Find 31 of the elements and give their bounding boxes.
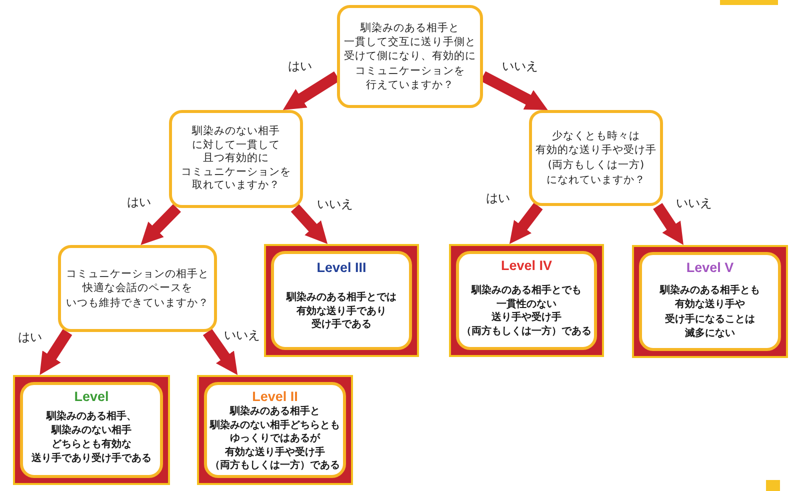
level-description: 馴染みのある相手とでも一貫性のない送り手や受け手（両方もしくは一方）である	[462, 284, 592, 339]
question-box	[169, 110, 303, 208]
question-text: コミュニケーションの相手と快適な会話のペースをいつも維持できていますか？	[66, 266, 209, 310]
level-heading: Level IV	[500, 258, 552, 274]
edge-label: いいえ	[224, 328, 260, 343]
result-box	[449, 244, 604, 357]
level-description: 馴染みのある相手、馴染みのない相手どちらとも有効な送り手であり受け手である	[32, 410, 152, 466]
edge-label: いいえ	[502, 59, 538, 74]
result-box	[13, 375, 170, 485]
question-box	[529, 110, 663, 206]
question-box	[337, 5, 483, 108]
question-text: 少なくとも時々は有効的な送り手や受け手(両方もしくは一方)になれていますか？	[536, 128, 656, 188]
edge-label: はい	[486, 191, 510, 206]
result-box	[264, 244, 419, 357]
result-box	[197, 375, 353, 485]
level-description: 馴染みのある相手とでは有効な送り手であり受け手である	[286, 291, 396, 332]
edge-label: はい	[127, 195, 151, 210]
level-description: 馴染みのある相手と馴染みのない相手どちらともゆっくりではあるが有効な送り手や受け手（両方もしくは一方）である	[210, 405, 340, 472]
edge-label: いいえ	[317, 197, 353, 212]
question-text: 馴染みのない相手に対して一貫して且つ有効的にコミュニケーションを取れていますか？	[181, 125, 291, 193]
level-description: 馴染みのある相手とも有効な送り手や受け手になることは滅多にない	[660, 284, 760, 341]
question-text: 馴染みのある相手と一貫して交互に送り手側と受けて側になり、有効的にコミュニケーションを行えていますか？	[344, 20, 476, 92]
level-heading: Level II	[252, 389, 298, 405]
level-heading: Level V	[686, 260, 734, 276]
level-heading: Level	[74, 389, 109, 405]
edge-label: いいえ	[676, 196, 712, 211]
question-box	[58, 245, 217, 332]
edge-label: はい	[288, 59, 312, 74]
result-box	[632, 245, 788, 358]
level-heading: Level III	[316, 260, 366, 276]
edge-label: はい	[18, 330, 42, 345]
